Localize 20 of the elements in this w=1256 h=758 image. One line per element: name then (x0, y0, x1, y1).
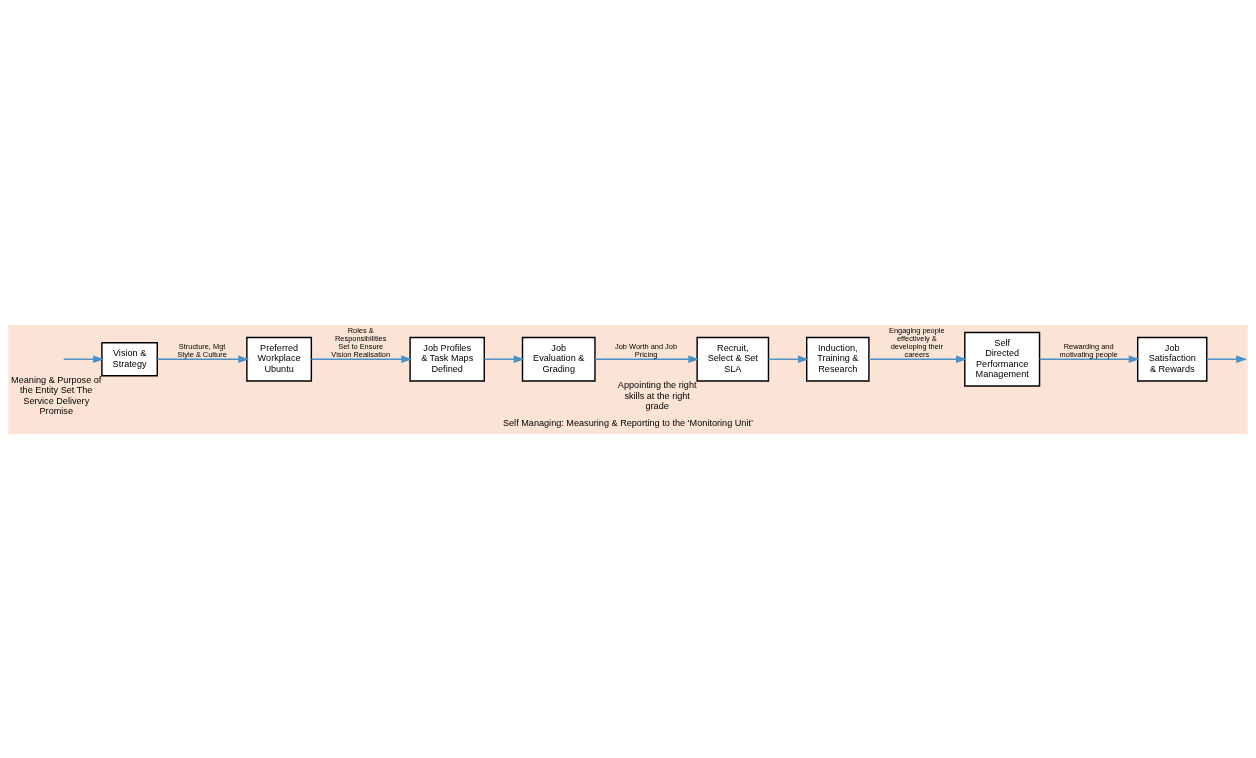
arrow (1206, 354, 1248, 363)
node-label: Appointing the right skills at the right grade (617, 379, 697, 411)
arrow (156, 354, 250, 363)
arrow (868, 354, 967, 363)
node-box: Job Evaluation & Grading (521, 336, 596, 382)
node-box: Induction, Training & Research (806, 336, 870, 382)
arrow (63, 354, 104, 363)
caption: Self Managing: Measuring & Reporting to the ‘Monitoring Unit’ (502, 417, 754, 428)
node-box: Job Satisfaction & Rewards (1137, 336, 1208, 382)
arrow (483, 354, 525, 363)
node-label: Meaning & Purpose of the Entity Set The Service Delivery Promise (11, 374, 102, 416)
node-box: Self Directed Performance Management (964, 331, 1041, 387)
node-box: Recruit, Select & Set SLA (696, 336, 770, 382)
arrow (310, 354, 413, 363)
arrow (594, 354, 700, 363)
arrow (767, 354, 809, 363)
node-box: Job Profiles & Task Maps Defined (409, 336, 485, 382)
node-box: Preferred Workplace Ubuntu (246, 336, 313, 382)
node-box: Vision & Strategy (101, 341, 158, 376)
arrow (1038, 354, 1140, 363)
